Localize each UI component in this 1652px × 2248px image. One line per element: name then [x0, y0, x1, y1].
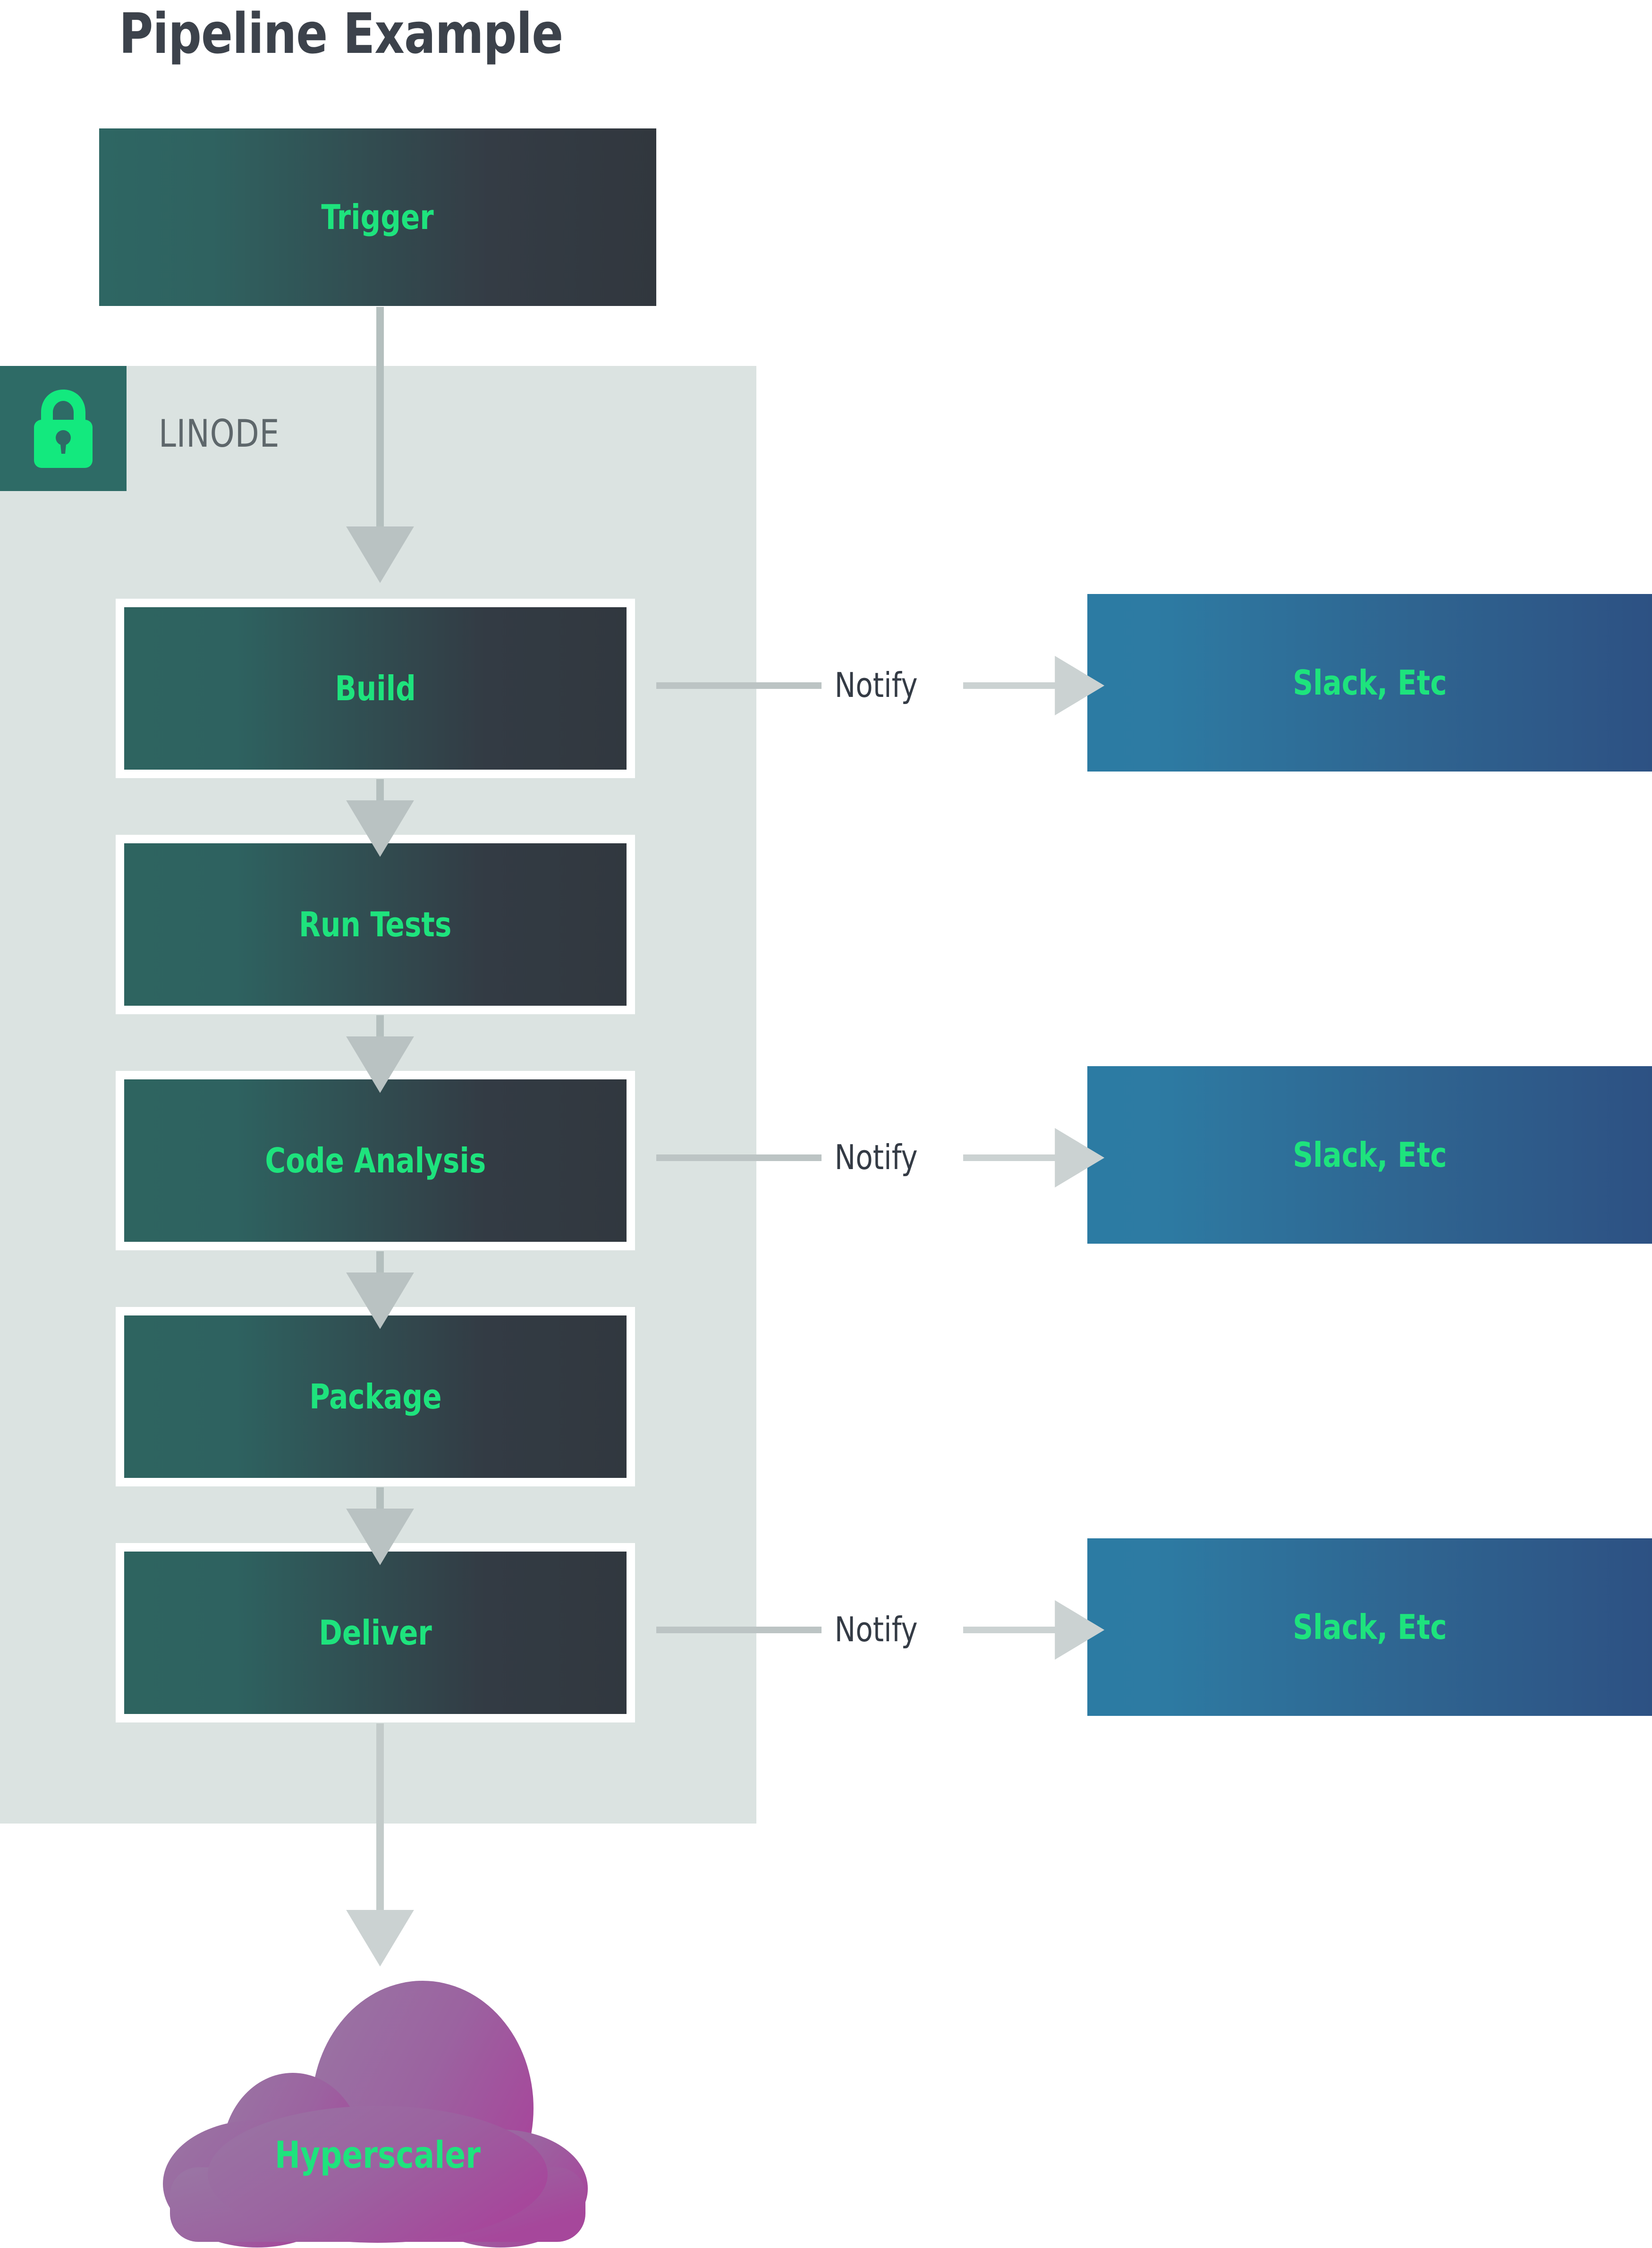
- node-slack-1[interactable]: Slack, Etc: [1087, 594, 1652, 772]
- notify-label-deliver: Notify: [834, 1610, 918, 1649]
- notify-label-build: Notify: [834, 665, 918, 705]
- node-run-tests-body: Run Tests: [124, 843, 627, 1006]
- node-trigger[interactable]: Trigger: [99, 128, 656, 306]
- node-deliver[interactable]: Deliver: [116, 1543, 635, 1722]
- node-code-analysis[interactable]: Code Analysis: [116, 1071, 635, 1250]
- node-trigger-label: Trigger: [321, 197, 434, 237]
- node-slack-3[interactable]: Slack, Etc: [1087, 1538, 1652, 1716]
- cloud-shape: [163, 1981, 588, 2248]
- node-build[interactable]: Build: [116, 599, 635, 778]
- node-code-analysis-body: Code Analysis: [124, 1079, 627, 1242]
- notify-label-code-analysis: Notify: [834, 1137, 918, 1177]
- node-package-label: Package: [309, 1377, 442, 1417]
- node-build-body: Build: [124, 607, 627, 770]
- node-code-analysis-label: Code Analysis: [265, 1141, 486, 1180]
- node-slack-3-label: Slack, Etc: [1292, 1607, 1447, 1647]
- linode-zone-label: LINODE: [159, 412, 280, 456]
- node-run-tests[interactable]: Run Tests: [116, 835, 635, 1014]
- node-run-tests-label: Run Tests: [299, 905, 452, 944]
- node-hyperscaler-label: Hyperscaler: [275, 2134, 481, 2177]
- node-slack-1-label: Slack, Etc: [1292, 663, 1447, 703]
- lock-icon: [0, 366, 127, 491]
- node-deliver-label: Deliver: [319, 1613, 432, 1653]
- node-deliver-body: Deliver: [124, 1552, 627, 1714]
- node-hyperscaler[interactable]: Hyperscaler: [142, 1952, 614, 2248]
- node-package-body: Package: [124, 1315, 627, 1478]
- page-title: Pipeline Example: [119, 1, 563, 66]
- node-slack-2[interactable]: Slack, Etc: [1087, 1066, 1652, 1244]
- node-build-label: Build: [335, 669, 416, 708]
- node-slack-2-label: Slack, Etc: [1292, 1135, 1447, 1175]
- node-package[interactable]: Package: [116, 1307, 635, 1486]
